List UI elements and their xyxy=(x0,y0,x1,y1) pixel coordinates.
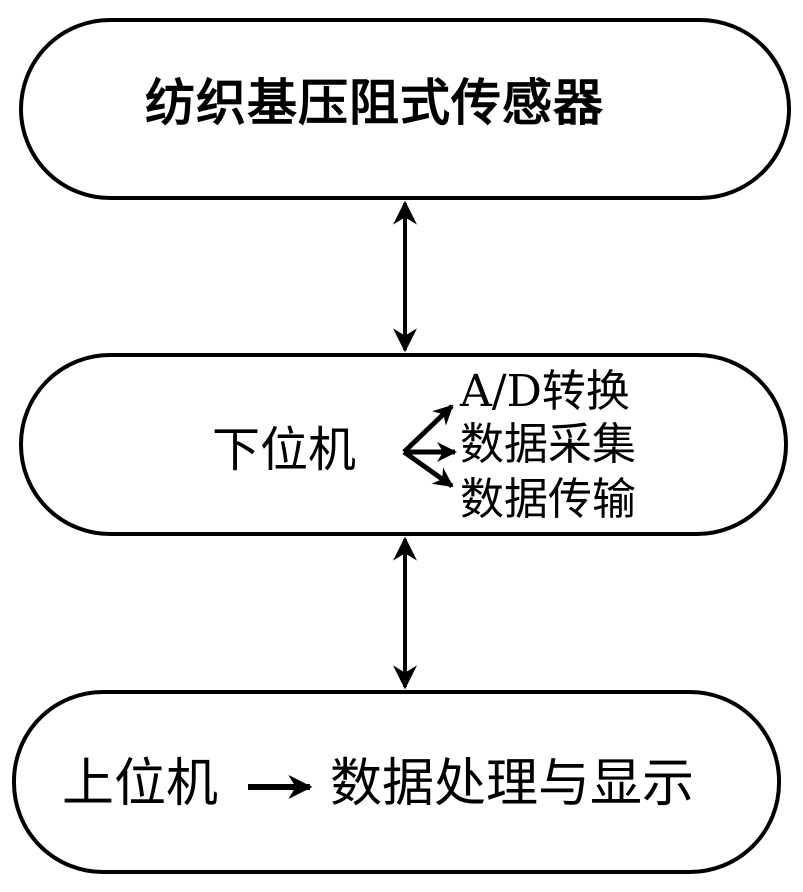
lower-computer-label: 下位机 xyxy=(212,422,357,478)
sensor-node xyxy=(19,18,791,200)
function-processing-display: 数据处理与显示 xyxy=(330,754,695,814)
sensor-label: 纺织基压阻式传感器 xyxy=(145,74,604,132)
upper-computer-label: 上位机 xyxy=(62,754,219,814)
function-ad-conversion: A/D转换 xyxy=(460,366,630,417)
arrow-to-data-transmission xyxy=(402,449,454,489)
function-fanout-arrows xyxy=(402,404,457,489)
upper-computer-node xyxy=(12,690,781,874)
arrow-to-ad-conversion xyxy=(402,404,454,454)
function-data-transmission: 数据传输 xyxy=(460,474,636,525)
function-data-acquisition: 数据采集 xyxy=(460,419,636,470)
lower-computer-node xyxy=(19,353,788,536)
